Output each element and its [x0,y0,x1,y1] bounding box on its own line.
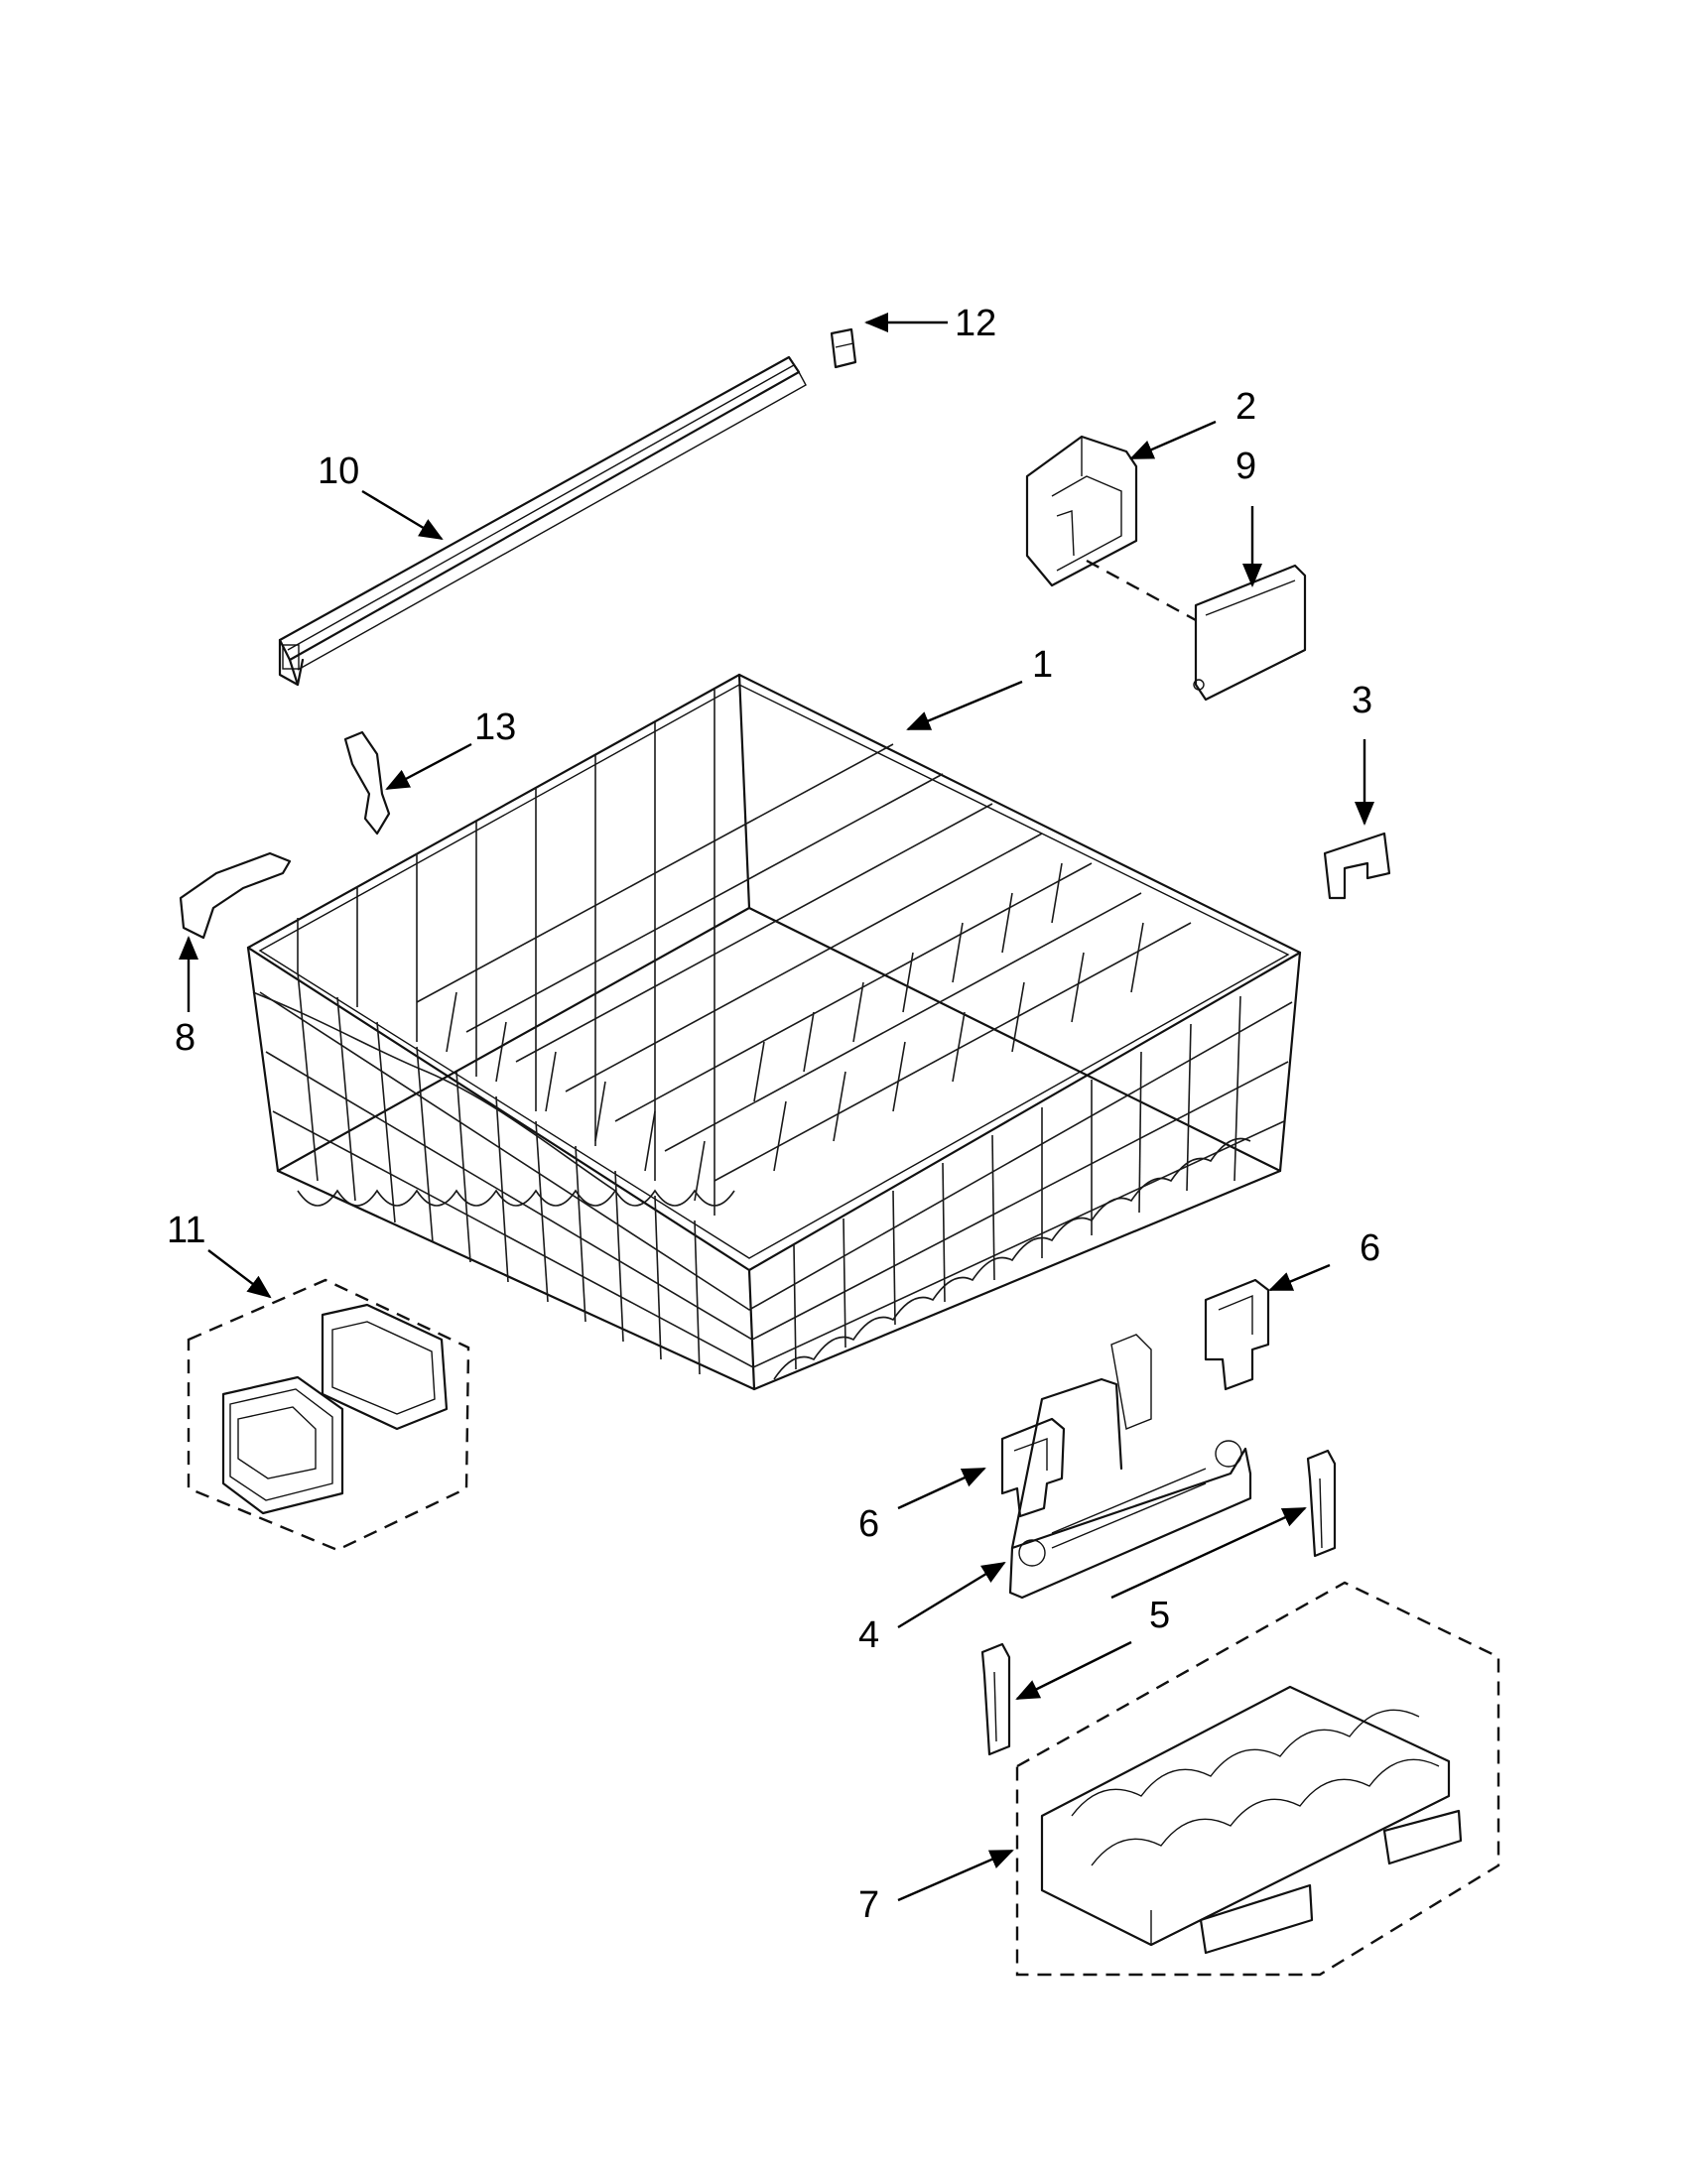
adjuster-housing-part [1025,435,1138,587]
callout-2: 2 [1235,386,1256,428]
adjuster-clip-part-upper [1204,1278,1270,1391]
callout-10: 10 [318,450,359,492]
callout-3: 3 [1352,680,1372,721]
callout-13: 13 [474,707,516,748]
leader-lines [179,313,1374,1902]
stop-part-left [980,1642,1011,1756]
callout-6-upper: 6 [1360,1227,1380,1269]
callout-11: 11 [167,1210,205,1251]
callout-7: 7 [858,1884,879,1926]
adjuster-panel-part [1008,1334,1252,1600]
callout-4: 4 [858,1614,879,1656]
callout-5: 5 [1149,1595,1170,1636]
rail-end-clip-part [830,327,857,369]
stop-part-right [1306,1449,1337,1558]
stop-bracket-part [1323,832,1391,900]
adjuster-clip-part-lower [1000,1417,1066,1518]
clip-assembly-group [187,1278,470,1552]
wine-rack-assembly-group [1015,1581,1500,1977]
adjuster-cover-part [1193,564,1307,702]
callout-8: 8 [175,1017,195,1059]
tine-clip-part [343,730,391,835]
callout-6-lower: 6 [858,1503,879,1545]
rack-arm-part [179,851,292,940]
callout-1: 1 [1032,644,1053,686]
callout-12: 12 [955,303,996,344]
assembly-line [1086,559,1197,622]
callout-9: 9 [1235,446,1256,487]
rail-part [278,355,807,687]
upper-rack-basket [246,673,1302,1391]
